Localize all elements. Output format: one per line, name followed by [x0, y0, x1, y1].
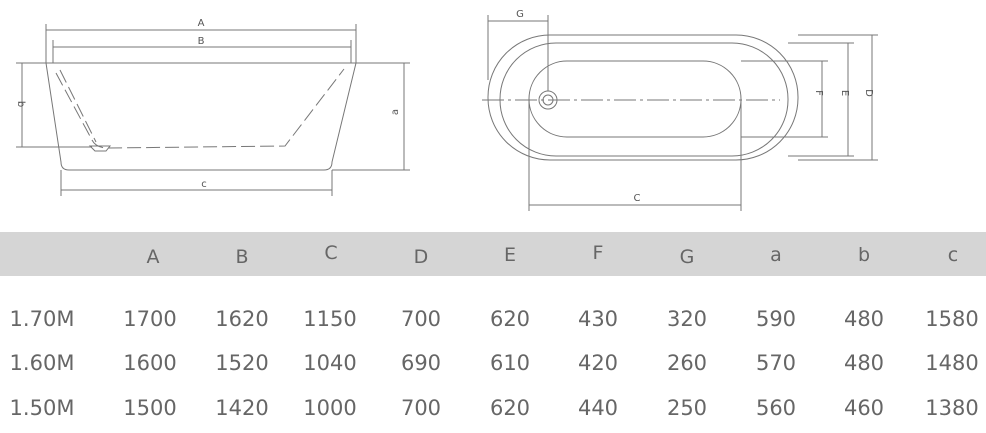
- table-cell: 1000: [303, 396, 357, 420]
- table-cell: 420: [577, 351, 619, 375]
- header-cell-g: G: [679, 246, 695, 268]
- technical-drawings: A B b a c G F E D: [15, 9, 878, 211]
- header-cell-a: A: [146, 246, 160, 268]
- label-dim-a-small: a: [390, 109, 401, 115]
- tub-side-drain: [88, 145, 112, 152]
- label-dim-b: B: [198, 36, 205, 47]
- table-cell: 430: [577, 307, 619, 331]
- table-cell: 1500: [123, 396, 177, 420]
- row-size-cell: 1.50M: [9, 396, 75, 420]
- table-cell: 570: [755, 351, 797, 375]
- label-dim-e: E: [839, 90, 850, 96]
- row-size-cell: 1.70M: [9, 307, 75, 331]
- tub-top-basin: [528, 60, 742, 138]
- table-cell: 1700: [123, 307, 177, 331]
- table-row: 1.50M 1500 1420 1000 700 620 440 250 560…: [0, 396, 986, 426]
- table-cell: 610: [489, 351, 531, 375]
- top-view-drawing: [482, 15, 878, 211]
- table-cell: 1380: [925, 396, 979, 420]
- label-dim-d: D: [863, 89, 874, 97]
- table-cell: 1040: [303, 351, 357, 375]
- header-cell-f: F: [592, 242, 604, 264]
- table-cell: 440: [577, 396, 619, 420]
- table-cell: 1620: [215, 307, 269, 331]
- table-header-row: A B C D E F G a b c: [0, 232, 986, 276]
- label-dim-c: C: [634, 193, 641, 204]
- table-cell: 620: [489, 307, 531, 331]
- table-cell: 1580: [925, 307, 979, 331]
- tub-side-basin-dashed: [55, 68, 345, 149]
- table-cell: 260: [666, 351, 708, 375]
- label-dim-g: G: [516, 9, 524, 20]
- label-dim-b-small: b: [15, 101, 26, 107]
- tub-side-backrest-dashed: [59, 69, 97, 143]
- row-size-cell: 1.60M: [9, 351, 75, 375]
- header-cell-b-small: b: [857, 244, 871, 266]
- table-cell: 320: [666, 307, 708, 331]
- header-cell-e: E: [503, 244, 517, 266]
- table-cell: 1420: [215, 396, 269, 420]
- side-view-drawing: [16, 24, 410, 196]
- table-cell: 620: [489, 396, 531, 420]
- header-cell-b: B: [235, 246, 249, 268]
- drain-inner: [542, 94, 554, 106]
- header-cell-c-small: c: [947, 244, 959, 266]
- header-cell-c: C: [324, 242, 338, 264]
- table-cell: 1600: [123, 351, 177, 375]
- table-cell: 700: [400, 396, 442, 420]
- label-dim-f: F: [813, 90, 824, 96]
- table-cell: 480: [843, 307, 885, 331]
- header-cell-d: D: [413, 246, 429, 268]
- table-cell: 590: [755, 307, 797, 331]
- table-cell: 1150: [303, 307, 357, 331]
- tub-side-outline: [45, 62, 357, 171]
- table-cell: 250: [666, 396, 708, 420]
- table-row: 1.70M 1700 1620 1150 700 620 430 320 590…: [0, 307, 986, 337]
- header-cell-a-small: a: [770, 244, 782, 266]
- table-row: 1.60M 1600 1520 1040 690 610 420 260 570…: [0, 351, 986, 381]
- table-cell: 460: [843, 396, 885, 420]
- table-cell: 480: [843, 351, 885, 375]
- table-cell: 690: [400, 351, 442, 375]
- table-cell: 1520: [215, 351, 269, 375]
- label-dim-c-small: c: [201, 179, 207, 190]
- table-cell: 700: [400, 307, 442, 331]
- label-dim-a: A: [198, 18, 205, 29]
- tub-top-outer: [487, 34, 799, 161]
- table-cell: 1480: [925, 351, 979, 375]
- table-cell: 560: [755, 396, 797, 420]
